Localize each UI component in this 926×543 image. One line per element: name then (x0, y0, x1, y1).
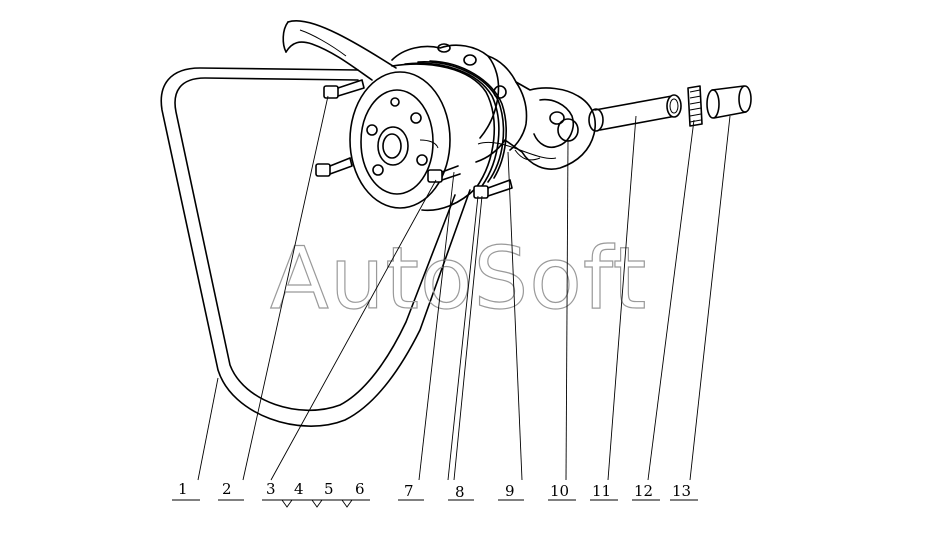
leader-lines (197, 95, 731, 481)
callout-7: 7 (404, 482, 414, 500)
callout-underlines (172, 499, 698, 508)
seal-wire (477, 141, 557, 159)
outlet-hose (282, 19, 397, 81)
callout-2: 2 (222, 480, 232, 498)
callout-5: 5 (324, 480, 334, 498)
bolt-middle (315, 157, 353, 177)
callout-11: 11 (592, 482, 611, 500)
callout-numbers: 1 2 3 4 5 6 7 8 9 10 11 12 13 (178, 480, 691, 501)
callout-12: 12 (634, 482, 653, 500)
callout-6: 6 (355, 480, 365, 498)
inlet-tube (588, 94, 682, 132)
callout-1: 1 (178, 480, 188, 498)
callout-10: 10 (550, 482, 569, 500)
callout-13: 13 (672, 482, 691, 500)
bolt-lower (473, 179, 513, 199)
callout-9: 9 (505, 482, 515, 500)
callout-8: 8 (455, 483, 465, 501)
drive-belt (160, 67, 471, 427)
watermark-text: AutoSoft (270, 229, 647, 329)
hose-clamp (687, 85, 703, 127)
bolt-upper (323, 79, 365, 99)
inlet-hose (706, 85, 752, 119)
callout-3: 3 (266, 480, 276, 498)
pump-pulley (349, 60, 507, 212)
callout-4: 4 (294, 480, 304, 498)
